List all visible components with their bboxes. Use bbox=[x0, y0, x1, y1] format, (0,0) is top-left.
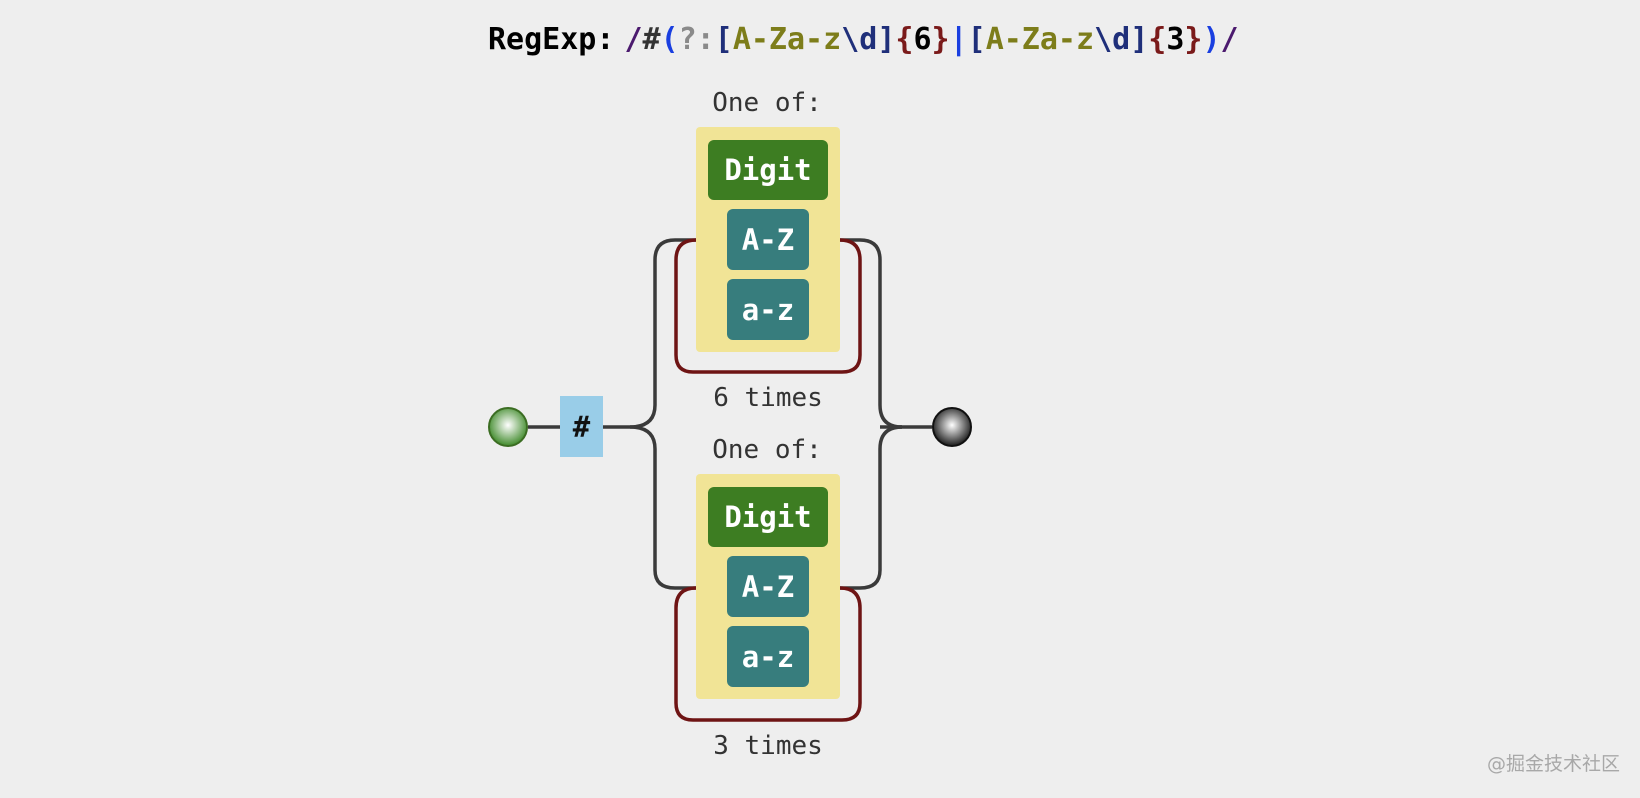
range-node-lowercase bbox=[727, 626, 809, 687]
regex-token: 3 bbox=[1166, 22, 1185, 57]
regex-token: [ bbox=[714, 22, 733, 57]
group-label: One of: bbox=[712, 88, 822, 118]
regex-token: / bbox=[624, 22, 643, 57]
start-node bbox=[488, 407, 528, 447]
repeat-loop-6 bbox=[674, 238, 862, 374]
upper-branch-entry-line bbox=[629, 238, 696, 429]
regex-token: | bbox=[949, 22, 968, 57]
regex-token: 6 bbox=[913, 22, 932, 57]
regex-header: RegExp:/#(?:[A-Za-z\d]{6}|[A-Za-z\d]{3})… bbox=[488, 18, 1239, 62]
regex-token: # bbox=[642, 22, 661, 57]
regex-token: A-Za-z bbox=[985, 22, 1095, 57]
regex-token: \d bbox=[841, 22, 878, 57]
literal-node: # bbox=[560, 396, 603, 457]
regex-token: { bbox=[1148, 22, 1167, 57]
regex-token: } bbox=[1184, 22, 1203, 57]
lower-branch-exit-line bbox=[838, 425, 903, 590]
digit-node bbox=[708, 140, 828, 200]
lower-branch-entry-line bbox=[629, 425, 696, 590]
repeat-label: 3 times bbox=[713, 731, 823, 761]
regex-token: [ bbox=[967, 22, 986, 57]
regex-token: ?: bbox=[678, 22, 715, 57]
regex-token: ( bbox=[660, 22, 679, 57]
regex-token: ] bbox=[1130, 22, 1149, 57]
end-node bbox=[932, 407, 972, 447]
digit-label: Digit bbox=[724, 153, 811, 187]
group-label: One of: bbox=[712, 435, 822, 465]
regex-token: ) bbox=[1202, 22, 1221, 57]
regexp-label: RegExp: bbox=[488, 22, 615, 57]
digit-label: Digit bbox=[724, 500, 811, 534]
range-label-uppercase: A-Z bbox=[742, 223, 794, 257]
digit-node bbox=[708, 487, 828, 547]
range-node-uppercase bbox=[727, 209, 809, 270]
regex-token: { bbox=[895, 22, 914, 57]
range-label-uppercase: A-Z bbox=[742, 570, 794, 604]
regex-token: ] bbox=[877, 22, 896, 57]
literal-text: # bbox=[573, 410, 591, 444]
range-label-lowercase: a-z bbox=[742, 640, 794, 674]
regex-token: / bbox=[1220, 22, 1239, 57]
regex-token: } bbox=[931, 22, 950, 57]
repeat-label: 6 times bbox=[713, 383, 823, 413]
repeat-loop-3 bbox=[674, 586, 862, 722]
watermark: @掘金技术社区 bbox=[1486, 753, 1620, 775]
regex-token: A-Za-z bbox=[732, 22, 842, 57]
regex-source: /#(?:[A-Za-z\d]{6}|[A-Za-z\d]{3})/ bbox=[624, 22, 1238, 57]
range-node-lowercase bbox=[727, 279, 809, 340]
upper-branch-exit-line bbox=[838, 238, 903, 429]
connector-lines bbox=[528, 238, 932, 590]
branch-upper: One of: Digit A-Z a-z 6 times bbox=[696, 88, 840, 413]
range-node-uppercase bbox=[727, 556, 809, 617]
regex-token: \d bbox=[1094, 22, 1131, 57]
branch-lower: One of: Digit A-Z a-z 3 times bbox=[696, 435, 840, 761]
range-label-lowercase: a-z bbox=[742, 293, 794, 327]
